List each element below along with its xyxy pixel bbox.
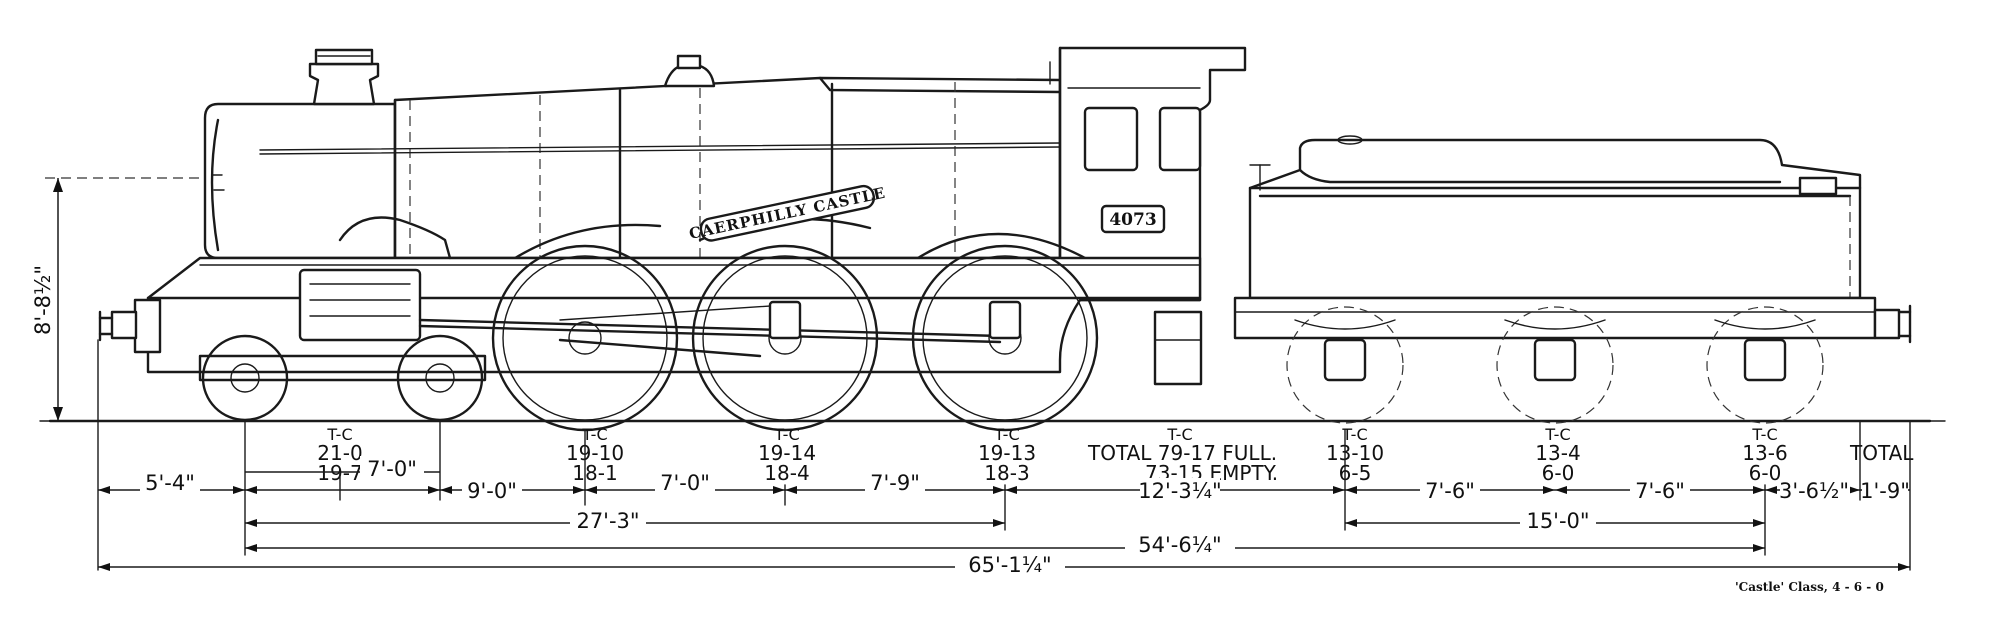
svg-text:13-6: 13-6 — [1742, 441, 1787, 465]
dim-bg-7 — [1420, 478, 1480, 502]
weight-label-tender-1: T-C 13-10 6-5 — [1326, 425, 1384, 485]
svg-text:T-C: T-C — [773, 425, 799, 444]
tender-wheel-3 — [1706, 306, 1824, 424]
safety-valve — [663, 54, 716, 88]
svg-text:19-13: 19-13 — [978, 441, 1036, 465]
dim-label-front-overhang: 5'-4" — [145, 471, 195, 495]
weight-label-driving-2: T-C 19-14 18-4 — [758, 425, 816, 485]
dim-label-buffer-length: 1'-9" — [1860, 479, 1910, 503]
dim-bg-2 — [360, 456, 424, 480]
svg-text:T-C: T-C — [581, 425, 607, 444]
axlebox-2 — [768, 300, 802, 340]
weight-label-tender-3: T-C 13-6 6-0 — [1742, 425, 1787, 485]
cab: 4073 — [1058, 46, 1247, 386]
height-dimension: 8'-8½" — [31, 177, 330, 421]
dim-label-total-wheelbase: 54'-6¼" — [1138, 533, 1221, 557]
dim-bg-14 — [955, 554, 1065, 578]
dim-label-bogie-to-driver: 9'-0" — [467, 479, 517, 503]
svg-text:T-C: T-C — [1751, 425, 1777, 444]
number-plate — [1100, 204, 1166, 234]
svg-text:T-C: T-C — [1166, 425, 1192, 444]
svg-text:19-10: 19-10 — [566, 441, 624, 465]
dim-label-driver-2-3: 7'-9" — [870, 471, 920, 495]
tender — [1233, 135, 1912, 344]
tender-spring-2 — [1504, 319, 1606, 330]
dim-bg-12 — [1520, 508, 1596, 532]
svg-text:T-C: T-C — [993, 425, 1019, 444]
tender-spring-1 — [1294, 319, 1396, 330]
dim-label-tender-1-2: 7'-6" — [1425, 479, 1475, 503]
weight-label-driving-1: T-C 19-10 18-1 — [566, 425, 624, 485]
bogie-frame — [198, 354, 487, 382]
cab-window-front — [1083, 106, 1139, 172]
bogie-wheel-rear — [396, 334, 484, 422]
dim-label-bogie-wheelbase: 7'-0" — [367, 457, 417, 481]
dim-label-driver-1-2: 7'-0" — [660, 471, 710, 495]
dim-bg-11 — [570, 508, 646, 532]
dim-bg-4 — [655, 470, 715, 494]
height-dimension-label: 8'-8½" — [31, 265, 55, 335]
svg-text:18-1: 18-1 — [572, 461, 617, 485]
motion-rods — [418, 303, 1002, 358]
drawing-caption: 'Castle' Class, 4 - 6 - 0 — [1735, 580, 1884, 594]
bogie-wheel-front — [201, 334, 289, 422]
dim-bg-10 — [1862, 478, 1908, 502]
weight-label-engine-total: T-C TOTAL 79-17 FULL. 73-15 EMPTY. — [1087, 425, 1278, 485]
cylinder — [298, 268, 422, 342]
axlebox-3 — [988, 300, 1022, 340]
dim-bg-5 — [865, 470, 925, 494]
rear-buffer — [1873, 308, 1901, 340]
svg-text:TOTAL 79-17 FULL.: TOTAL 79-17 FULL. — [1087, 441, 1277, 465]
tender-spring-3 — [1714, 319, 1816, 330]
dim-label-tender-wheelbase: 15'-0" — [1526, 509, 1589, 533]
dim-label-engine-to-tender: 12'-3¼" — [1138, 479, 1221, 503]
front-buffer — [110, 310, 138, 340]
svg-text:18-3: 18-3 — [984, 461, 1029, 485]
svg-text:T-C: T-C — [1341, 425, 1367, 444]
dim-label-overall-length: 65'-1¼" — [968, 553, 1051, 577]
svg-text:13-10: 13-10 — [1326, 441, 1384, 465]
svg-text:19-14: 19-14 — [758, 441, 816, 465]
tender-wheel-2 — [1496, 306, 1614, 424]
driving-wheel-3 — [911, 244, 1099, 432]
dim-bg-8 — [1630, 478, 1690, 502]
svg-text:21-0: 21-0 — [317, 441, 362, 465]
boiler — [203, 76, 1062, 260]
number-plate-text: 4073 — [1109, 210, 1156, 230]
dim-bg-6 — [1140, 478, 1220, 502]
svg-text:6-0: 6-0 — [1542, 461, 1575, 485]
svg-text:T-C: T-C — [1544, 425, 1570, 444]
svg-text:T-C: T-C — [326, 425, 352, 444]
dim-bg-13 — [1125, 532, 1235, 556]
svg-text:13-4: 13-4 — [1535, 441, 1580, 465]
weight-label-driving-3: T-C 19-13 18-3 — [978, 425, 1036, 485]
svg-text:18-4: 18-4 — [764, 461, 809, 485]
svg-text:6-5: 6-5 — [1339, 461, 1372, 485]
dim-label-rear-axle-to-buffer: 3'-6½" — [1779, 479, 1849, 503]
svg-text:6-0: 6-0 — [1749, 461, 1782, 485]
dim-bg-9 — [1780, 478, 1850, 502]
cab-window-side — [1158, 106, 1202, 172]
weight-label-tender-total: TOTAL — [1849, 441, 1914, 465]
dim-bg-1 — [140, 470, 200, 494]
chimney — [308, 48, 380, 106]
dim-label-engine-wheelbase: 27'-3" — [576, 509, 639, 533]
tender-wheel-1 — [1286, 306, 1404, 424]
weight-label-tender-2: T-C 13-4 6-0 — [1535, 425, 1580, 485]
steam-pipe — [338, 216, 452, 260]
svg-text:TOTAL: TOTAL — [1849, 441, 1914, 465]
dim-bg-3 — [462, 478, 522, 502]
dim-label-tender-2-3: 7'-6" — [1635, 479, 1685, 503]
